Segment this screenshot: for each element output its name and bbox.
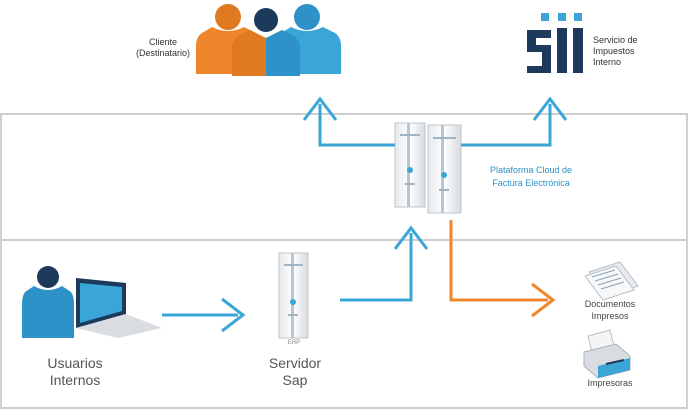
printers-label-text: Impresoras <box>587 378 633 388</box>
documents-label-line1: Documentos <box>584 299 636 309</box>
arrow-to-client <box>302 96 395 147</box>
sii-label-line1: Servicio de <box>593 35 638 45</box>
documents-label: Documentos Impresos <box>568 298 652 322</box>
laptop-icon <box>76 278 162 338</box>
client-people-icon <box>196 4 341 76</box>
erp-tag: ERP <box>279 340 309 346</box>
sap-label: Servidor Sap <box>255 355 335 389</box>
sii-label-line2: Impuestos <box>593 46 635 56</box>
client-label-line2: (Destinatario) <box>135 48 191 58</box>
internal-zone-frame <box>0 239 688 409</box>
arrow-users-to-sap <box>162 297 246 333</box>
sii-label: Servicio de Impuestos Interno <box>593 35 663 68</box>
internal-users-label: Usuarios Internos <box>30 355 120 389</box>
internal-users-label-line2: Internos <box>49 372 101 388</box>
arrow-platform-to-documents <box>449 220 556 318</box>
arrow-sap-to-platform <box>340 225 429 302</box>
sii-label-line3: Interno <box>593 57 622 67</box>
internal-user-icon <box>22 266 74 338</box>
platform-label: Plataforma Cloud de Factura Electrónica <box>476 164 586 190</box>
printer-icon <box>583 329 631 379</box>
client-label: Cliente (Destinatario) <box>120 37 206 59</box>
documents-icon <box>584 261 639 301</box>
arrow-to-sii <box>461 96 568 147</box>
printers-label: Impresoras <box>570 378 650 388</box>
platform-label-line1: Plataforma Cloud de <box>489 165 573 175</box>
platform-server-icon <box>394 122 462 214</box>
sap-label-line2: Sap <box>282 372 308 388</box>
sap-server-icon <box>278 252 309 339</box>
sap-label-line1: Servidor <box>268 355 322 371</box>
sii-logo <box>527 13 583 73</box>
erp-tag-text: ERP <box>287 340 301 346</box>
platform-label-line2: Factura Electrónica <box>492 178 570 188</box>
client-label-line1: Cliente <box>148 37 177 47</box>
internal-users-label-line1: Usuarios <box>47 355 103 371</box>
documents-label-line2: Impresos <box>591 311 629 321</box>
